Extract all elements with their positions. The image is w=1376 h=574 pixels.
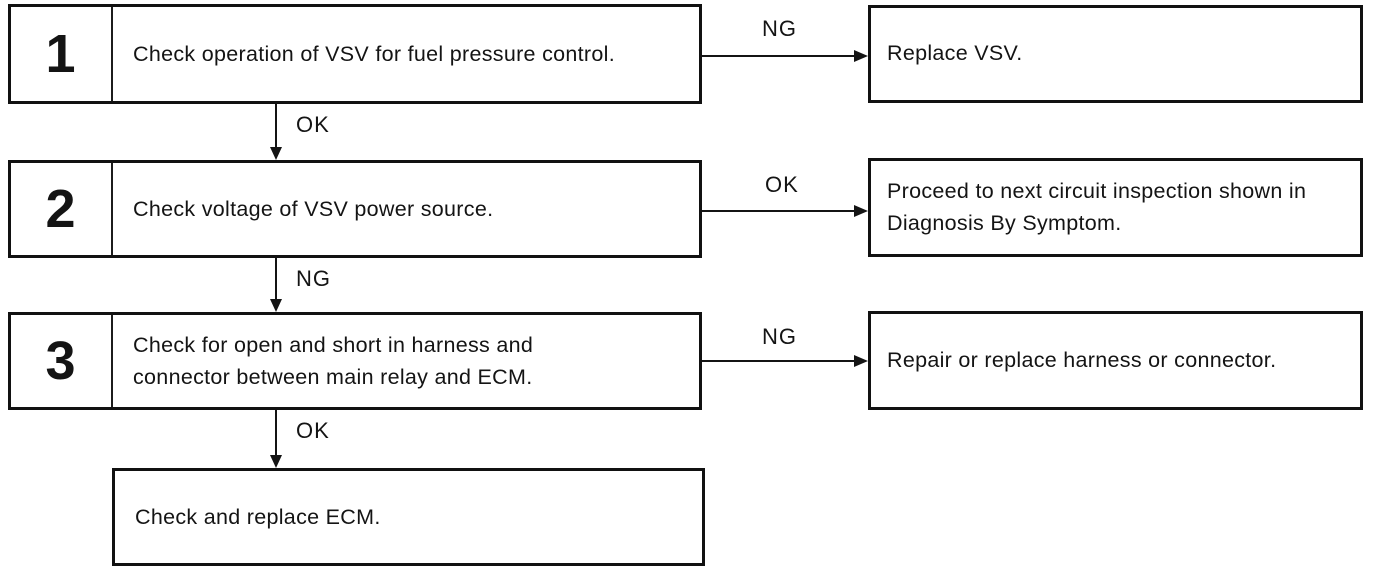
step-1-down-label: OK bbox=[296, 112, 330, 137]
step-2-branch-arrowhead-icon bbox=[854, 205, 868, 217]
step-2-result-box: Proceed to next circuit inspection shown… bbox=[868, 158, 1363, 257]
step-2-branch-label: OK bbox=[765, 172, 799, 197]
step-3-result-box: Repair or replace harness or connector. bbox=[868, 311, 1363, 410]
step-2-number: 2 bbox=[11, 163, 113, 255]
step-3-result-wrap: Repair or replace harness or connector. bbox=[871, 314, 1360, 407]
final-step-instruction: Check and replace ECM. bbox=[135, 504, 381, 529]
step-1-result-box: Replace VSV. bbox=[868, 5, 1363, 103]
step-1-down-line bbox=[275, 104, 277, 147]
final-step-instruction-wrap: Check and replace ECM. bbox=[115, 471, 702, 563]
step-2-box: 2 Check voltage of VSV power source. bbox=[8, 160, 702, 258]
step-3-branch-line bbox=[702, 360, 854, 362]
step-3-instruction-wrap: Check for open and short in harness and … bbox=[113, 315, 699, 407]
step-3-result-text: Repair or replace harness or connector. bbox=[887, 347, 1277, 372]
step-2-down-arrowhead-icon bbox=[270, 299, 282, 312]
step-1-down-arrowhead-icon bbox=[270, 147, 282, 160]
step-2-instruction-wrap: Check voltage of VSV power source. bbox=[113, 163, 699, 255]
step-1-result-text: Replace VSV. bbox=[887, 41, 1023, 66]
step-1-branch-label: NG bbox=[762, 16, 797, 41]
step-3-box: 3 Check for open and short in harness an… bbox=[8, 312, 702, 410]
final-step-box: Check and replace ECM. bbox=[112, 468, 705, 566]
step-1-instruction-wrap: Check operation of VSV for fuel pressure… bbox=[113, 7, 699, 101]
step-1-branch-line bbox=[702, 55, 854, 57]
step-1-box: 1 Check operation of VSV for fuel pressu… bbox=[8, 4, 702, 104]
step-3-down-label: OK bbox=[296, 418, 330, 443]
step-3-down-line bbox=[275, 410, 277, 455]
step-3-branch-arrowhead-icon bbox=[854, 355, 868, 367]
step-1-instruction: Check operation of VSV for fuel pressure… bbox=[133, 41, 615, 66]
step-2-down-line bbox=[275, 258, 277, 299]
step-2-down-label: NG bbox=[296, 266, 331, 291]
step-1-result-wrap: Replace VSV. bbox=[871, 8, 1360, 100]
step-2-result-text: Proceed to next circuit inspection shown… bbox=[887, 179, 1307, 235]
step-1-branch-arrowhead-icon bbox=[854, 50, 868, 62]
step-2-instruction: Check voltage of VSV power source. bbox=[133, 196, 494, 221]
step-3-number: 3 bbox=[11, 315, 113, 407]
step-3-down-arrowhead-icon bbox=[270, 455, 282, 468]
step-2-result-wrap: Proceed to next circuit inspection shown… bbox=[871, 161, 1360, 254]
step-1-number: 1 bbox=[11, 7, 113, 101]
step-3-branch-label: NG bbox=[762, 324, 797, 349]
step-2-branch-line bbox=[702, 210, 854, 212]
step-3-instruction: Check for open and short in harness and … bbox=[133, 332, 534, 389]
